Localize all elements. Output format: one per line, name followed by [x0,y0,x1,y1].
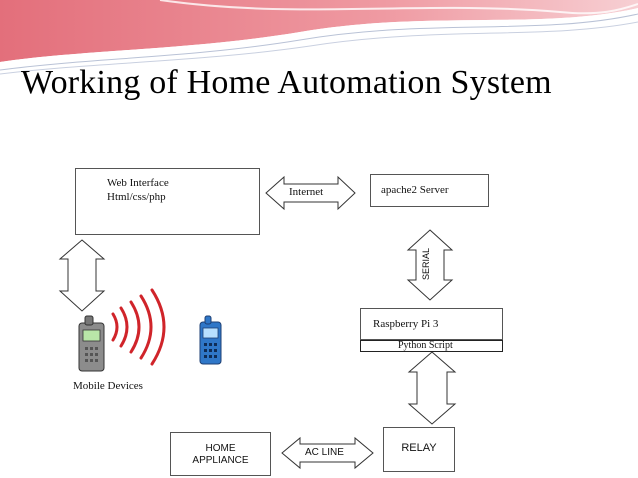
relay-label: RELAY [401,442,437,454]
home-appliance-label-line1: HOME [205,443,236,454]
apache-server-label: apache2 Server [381,184,449,196]
apache-server-box: apache2 Server [370,174,489,207]
signal-waves-icon [111,288,166,366]
relay-link-arrow [407,351,457,425]
serial-arrow [406,229,454,301]
raspberry-pi-label: Raspberry Pi 3 [373,318,439,330]
web-interface-box: Web Interface Html/css/php [75,168,260,235]
ac-line-arrow [281,436,374,470]
python-script-label: Python Script [398,340,453,351]
internet-arrow [265,175,356,211]
home-appliance-label-line2: APPLIANCE [192,455,249,466]
internet-label: Internet [289,186,324,198]
raspberry-pi-box: Raspberry Pi 3 [360,308,503,340]
python-script-box: Python Script [360,340,503,352]
gray-phone-icon [78,315,105,372]
mobile-link-arrow [58,239,106,312]
header-decoration [0,0,638,75]
relay-box: RELAY [383,427,455,472]
home-appliance-box: HOME APPLIANCE [170,432,271,476]
blue-phone-icon [199,315,222,365]
web-interface-tech-label: Html/css/php [107,191,166,203]
page-title: Working of Home Automation System [21,64,552,101]
web-interface-label: Web Interface [107,177,169,189]
serial-label: SERIAL [421,248,431,281]
ac-line-label: AC LINE [305,447,344,458]
mobile-devices-label: Mobile Devices [73,380,143,392]
